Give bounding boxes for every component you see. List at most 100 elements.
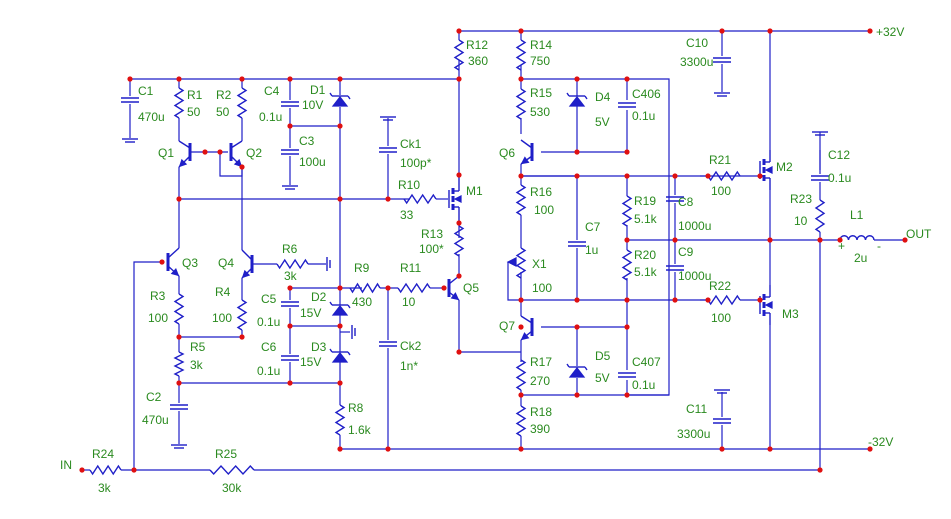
c5-ref-label: C5 xyxy=(261,292,277,306)
r2-value-label: 50 xyxy=(216,105,230,119)
q6-ref-label: Q6 xyxy=(499,146,515,160)
junction-dot xyxy=(287,380,293,386)
r18-ref-label: R18 xyxy=(530,405,552,419)
r25-resistor xyxy=(209,464,255,476)
junction-dot xyxy=(456,172,462,178)
junction-dot xyxy=(767,237,773,243)
junction-dot xyxy=(837,237,843,243)
junction-dot xyxy=(441,285,447,291)
junction-dot xyxy=(456,76,462,82)
junction-dot xyxy=(574,173,580,179)
junction-dot xyxy=(385,196,391,202)
junction-dot xyxy=(624,324,630,330)
junction-dot xyxy=(719,28,725,34)
m3-ref-label: M3 xyxy=(782,307,799,321)
d2-ground-icon xyxy=(351,325,356,339)
d4-value-label: 5V xyxy=(595,115,610,129)
r25-value-label: 30k xyxy=(222,481,242,495)
junction-dot xyxy=(518,76,524,82)
r9-ref-label: R9 xyxy=(354,261,370,275)
c10-ref-label: C10 xyxy=(686,36,708,50)
r3-ref-label: R3 xyxy=(150,289,166,303)
q4-ref-label: Q4 xyxy=(218,256,234,270)
r17-resistor xyxy=(515,359,527,391)
r25-ref-label: R25 xyxy=(215,447,237,461)
junction-dot xyxy=(337,123,343,129)
r1-ref-label: R1 xyxy=(187,88,203,102)
junction-dot xyxy=(767,28,773,34)
ck2-ref-label: Ck2 xyxy=(400,339,422,353)
r17-value-label: 270 xyxy=(530,374,550,388)
m1-ref-label: M1 xyxy=(466,184,483,198)
junction-dot xyxy=(867,446,873,452)
c12-value-label: 0.1u xyxy=(828,171,851,185)
c3-ground-icon xyxy=(282,185,298,190)
l1-plus-mark: + xyxy=(838,239,845,253)
c407-ref-label: C407 xyxy=(632,355,661,369)
c406-ref-label: C406 xyxy=(632,87,661,101)
junction-dot xyxy=(719,446,725,452)
c9-value-label: 1000u xyxy=(678,269,711,283)
c406-value-label: 0.1u xyxy=(632,109,655,123)
d5-ref-label: D5 xyxy=(595,349,611,363)
r23-value-label: 10 xyxy=(794,214,808,228)
c8-value-label: 1000u xyxy=(678,219,711,233)
r3-resistor xyxy=(173,293,185,325)
ck2-value-label: 1n* xyxy=(400,359,418,373)
junction-dot xyxy=(518,446,524,452)
q4-transistor xyxy=(241,249,254,279)
junction-dot xyxy=(337,446,343,452)
junction-dot xyxy=(757,173,763,179)
c11-capacitor xyxy=(713,418,731,424)
r18-resistor xyxy=(515,405,527,437)
m3-mosfet xyxy=(759,285,773,325)
c1-capacitor xyxy=(121,97,139,103)
r20-ref-label: R20 xyxy=(634,248,656,262)
r15-resistor xyxy=(515,88,527,120)
r24-resistor xyxy=(89,464,122,476)
junction-dot xyxy=(574,297,580,303)
x1-wiper-arrow xyxy=(506,257,517,267)
junction-dot xyxy=(385,285,391,291)
l1-ref-label: L1 xyxy=(850,208,864,222)
d3-ref-label: D3 xyxy=(311,340,327,354)
r23-resistor xyxy=(814,199,826,233)
r16-resistor xyxy=(515,184,527,216)
c5-capacitor xyxy=(281,301,299,307)
d5-value-label: 5V xyxy=(595,371,610,385)
junction-dot xyxy=(624,173,630,179)
neg-supply-label: -32V xyxy=(868,435,893,449)
r8-value-label: 1.6k xyxy=(348,423,372,437)
r21-ref-label: R21 xyxy=(709,153,731,167)
r15-ref-label: R15 xyxy=(530,86,552,100)
c3-value-label: 100u xyxy=(299,155,326,169)
r17-ref-label: R17 xyxy=(530,355,552,369)
r15-value-label: 530 xyxy=(530,105,550,119)
ck2-capacitor xyxy=(379,341,397,347)
c4-ref-label: C4 xyxy=(264,84,280,98)
r24-value-label: 3k xyxy=(98,481,112,495)
r19-ref-label: R19 xyxy=(634,194,656,208)
d1-ref-label: D1 xyxy=(310,83,326,97)
c8-capacitor xyxy=(666,196,684,202)
junction-dot xyxy=(574,149,580,155)
c12-capacitor xyxy=(811,175,829,181)
c8-ref-label: C8 xyxy=(678,195,694,209)
wire xyxy=(627,78,670,396)
d4-ref-label: D4 xyxy=(595,90,611,104)
r14-value-label: 750 xyxy=(530,54,550,68)
r21-value-label: 100 xyxy=(711,184,731,198)
r14-ref-label: R14 xyxy=(530,38,552,52)
junction-dot xyxy=(767,446,773,452)
d2-ref-label: D2 xyxy=(311,290,327,304)
junction-dot xyxy=(456,273,462,279)
m2-mosfet xyxy=(759,150,773,190)
c2-ref-label: C2 xyxy=(146,390,162,404)
q3-ref-label: Q3 xyxy=(182,256,198,270)
junction-dot xyxy=(159,259,165,265)
wire xyxy=(507,262,521,301)
junction-dot xyxy=(217,149,223,155)
r5-resistor xyxy=(173,351,185,377)
r6-value-label: 3k xyxy=(284,269,298,283)
junction-dot xyxy=(757,297,763,303)
